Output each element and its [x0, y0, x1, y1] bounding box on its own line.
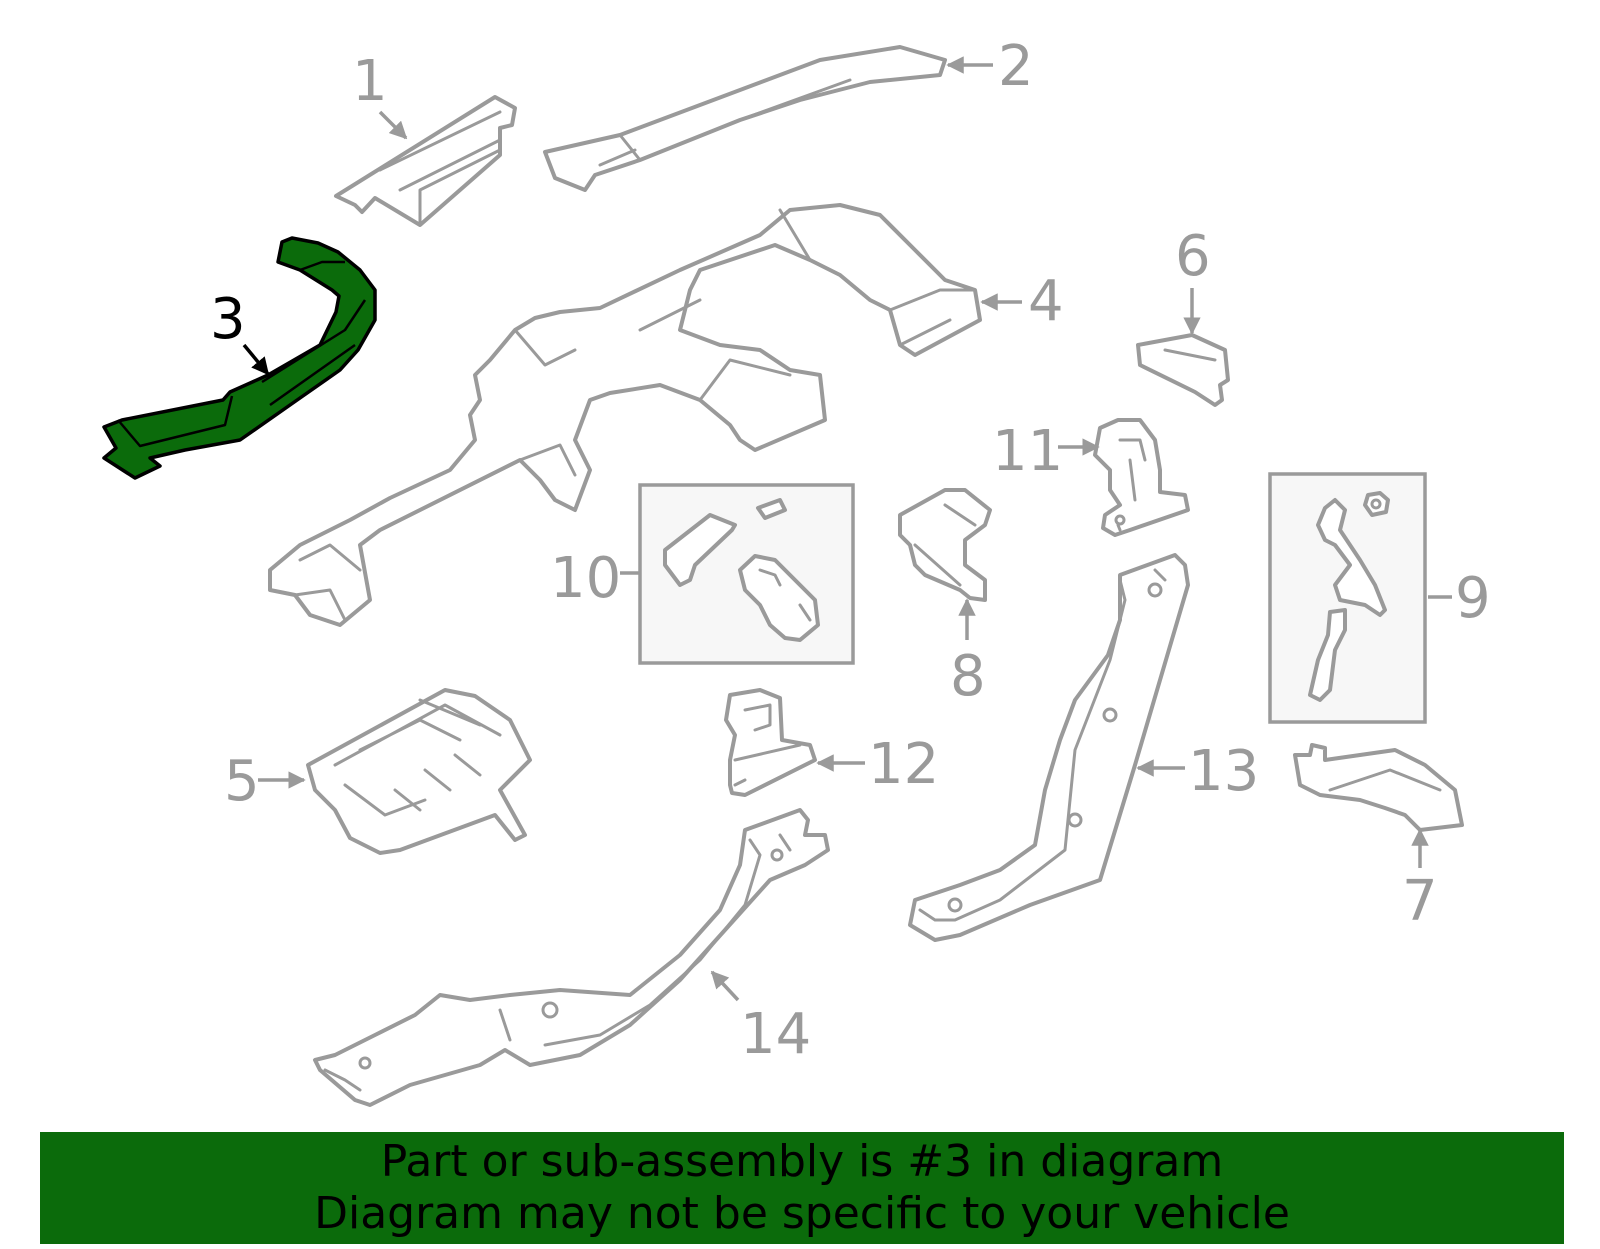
callout-10[interactable]: 10 [550, 546, 621, 611]
part-7-duct[interactable] [1293, 743, 1464, 832]
callout-5[interactable]: 5 [224, 749, 260, 814]
part-12-duct[interactable] [724, 688, 817, 797]
callout-9[interactable]: 9 [1455, 566, 1491, 631]
part-5-plate[interactable] [306, 688, 532, 855]
part-14-long-duct[interactable] [313, 808, 830, 1107]
part-9-kit-box[interactable] [1268, 472, 1427, 724]
callout-11[interactable]: 11 [992, 419, 1063, 484]
callout-6[interactable]: 6 [1175, 224, 1211, 289]
part-3-duct-highlighted[interactable] [102, 236, 377, 480]
part-13-long-duct[interactable] [908, 553, 1190, 942]
part-8-bracket[interactable] [898, 488, 992, 602]
banner-line-1: Part or sub-assembly is #3 in diagram [380, 1136, 1224, 1187]
part-11-bracket[interactable] [1093, 418, 1190, 537]
callout-labels: 1 2 3 4 5 6 7 8 9 10 11 12 13 14 [210, 34, 1491, 1067]
part-10-kit-box[interactable] [638, 483, 855, 665]
info-banner: Part or sub-assembly is #3 in diagram Di… [40, 1132, 1564, 1244]
callout-8[interactable]: 8 [950, 644, 986, 709]
callout-1[interactable]: 1 [352, 49, 388, 114]
part-4-main-duct[interactable] [268, 203, 982, 627]
callout-3[interactable]: 3 [210, 287, 246, 352]
callout-4[interactable]: 4 [1028, 269, 1064, 334]
part-6-bracket[interactable] [1136, 333, 1230, 407]
part-2-duct[interactable] [543, 45, 947, 192]
callout-2[interactable]: 2 [998, 34, 1034, 99]
callout-13[interactable]: 13 [1188, 739, 1259, 804]
callout-14[interactable]: 14 [740, 1002, 811, 1067]
leader-lines [242, 56, 1452, 1002]
callout-7[interactable]: 7 [1402, 869, 1438, 934]
banner-line-2: Diagram may not be specific to your vehi… [314, 1188, 1290, 1239]
part-1-duct[interactable] [334, 95, 517, 227]
callout-12[interactable]: 12 [868, 732, 939, 797]
